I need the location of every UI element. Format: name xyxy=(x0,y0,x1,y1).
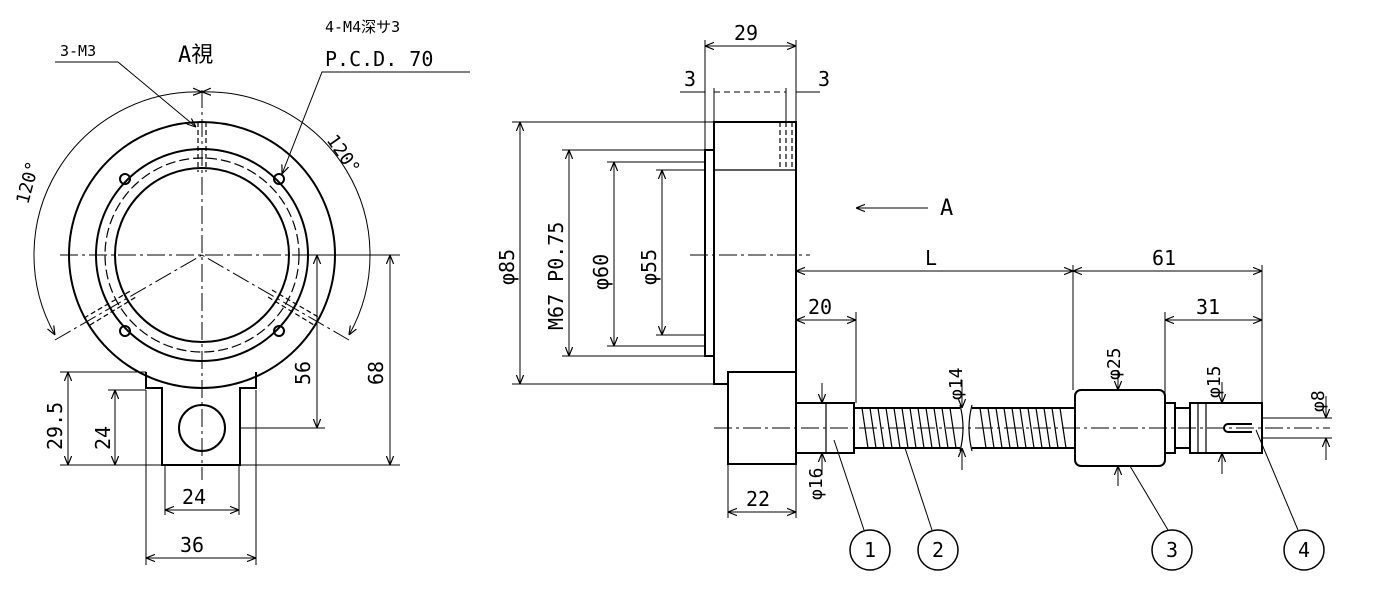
m3-leader xyxy=(55,61,196,127)
m3-callout: 3-M3 xyxy=(60,42,96,60)
dim-20: 20 xyxy=(808,295,832,319)
dim-3-right: 3 xyxy=(818,67,830,91)
side-view: A 29 3 3 φ85 M67 P0.75 φ60 φ55 xyxy=(495,21,1332,571)
svg-text:4: 4 xyxy=(1298,538,1310,562)
flange-body xyxy=(713,121,797,385)
dim-85: φ85 xyxy=(495,249,519,285)
dim-16: φ16 xyxy=(806,467,827,500)
balloon-1: 1 xyxy=(849,529,891,571)
angle-arc-right xyxy=(202,92,371,335)
front-view: 120° 120° 3-M3 A視 4-M4深サ3 P.C.D. 70 56 6… xyxy=(13,18,470,565)
bracket-outline xyxy=(145,372,257,466)
dim-25: φ25 xyxy=(1104,347,1125,380)
m4-leader xyxy=(282,71,470,174)
svg-text:1: 1 xyxy=(864,538,876,562)
dim-60: φ60 xyxy=(589,254,613,290)
dim-31: 31 xyxy=(1196,295,1220,319)
dim-3-left: 3 xyxy=(684,67,696,91)
balloon-2: 2 xyxy=(917,529,959,571)
bracket-hole xyxy=(178,404,226,452)
view-title: A視 xyxy=(178,43,213,68)
part-2-screw xyxy=(854,404,1075,452)
dim-68: 68 xyxy=(364,361,388,385)
balloon-4: 4 xyxy=(1283,529,1325,571)
dim-29-5: 29.5 xyxy=(43,402,67,450)
dim-24-h: 24 xyxy=(182,485,206,509)
arrow-label: A xyxy=(940,196,953,221)
dim-55: φ55 xyxy=(637,249,661,285)
pcd-callout: P.C.D. 70 xyxy=(325,47,433,71)
dim-L: L xyxy=(925,246,937,270)
angle-arc-left xyxy=(33,92,202,335)
svg-text:2: 2 xyxy=(932,538,944,562)
dim-15: φ15 xyxy=(1204,365,1225,398)
flange-lip xyxy=(704,149,715,357)
angle-right-label: 120° xyxy=(322,131,364,179)
dim-8: φ8 xyxy=(1308,390,1329,412)
dim-56: 56 xyxy=(291,361,315,385)
dim-14: φ14 xyxy=(946,367,967,400)
nut-collar xyxy=(1165,402,1176,454)
svg-text:3: 3 xyxy=(1166,538,1178,562)
balloon-3: 3 xyxy=(1151,529,1193,571)
dim-36: 36 xyxy=(180,533,204,557)
dim-61: 61 xyxy=(1152,246,1176,270)
dim-m67: M67 P0.75 xyxy=(544,222,568,330)
bracket-side xyxy=(727,371,797,465)
m4-callout: 4-M4深サ3 xyxy=(325,18,400,36)
angle-left-label: 120° xyxy=(13,159,45,206)
dim-22: 22 xyxy=(746,487,770,511)
dim-24-v: 24 xyxy=(91,426,115,450)
dim-29: 29 xyxy=(734,21,758,45)
